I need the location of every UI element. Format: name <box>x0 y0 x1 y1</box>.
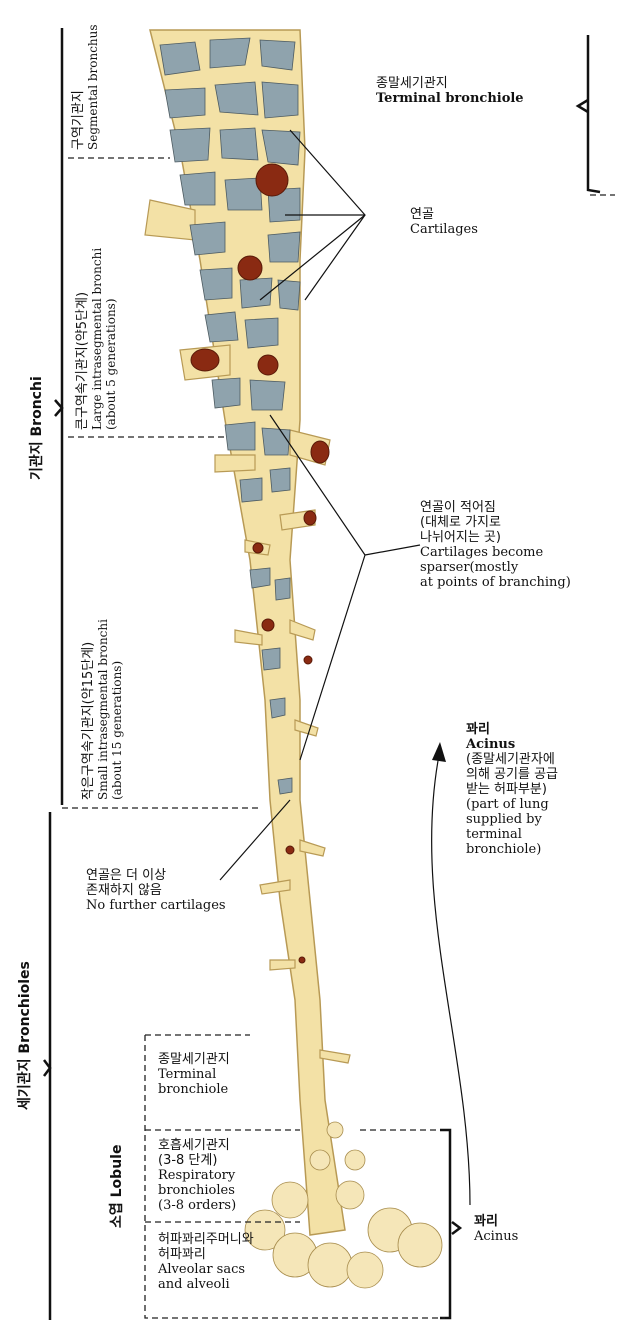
label-text: 기관지 Bronchi <box>29 376 45 480</box>
label-ko: 꽈리 <box>474 1214 498 1229</box>
label-ko: 받는 허파부분) <box>466 782 558 797</box>
label-en: supplied by <box>466 812 558 827</box>
lobule-label: 소엽 Lobule <box>110 1145 124 1228</box>
label-ko: 연골이 적어짐 <box>420 500 571 515</box>
label-en: Acinus <box>466 737 515 752</box>
label-ko: 연골 <box>410 207 478 222</box>
large-intrasegmental-label: 큰구역속기관지(약5단계) Large intrasegmental bronc… <box>76 248 118 430</box>
label-ko: 존재하지 않음 <box>86 883 226 898</box>
label-en: Cartilages become <box>420 545 571 560</box>
label-ko: 큰구역속기관지(약5단계) <box>76 248 90 430</box>
label-ko: (3-8 단계) <box>158 1153 236 1168</box>
label-en: Respiratory <box>158 1168 236 1183</box>
label-ko: 연골은 더 이상 <box>86 868 226 883</box>
label-en: Small intrasegmental bronchi <box>96 619 110 800</box>
label-en: at points of branching) <box>420 575 571 590</box>
label-ko: 허파꽈리주머니와 <box>158 1232 254 1247</box>
label-en: Terminal <box>158 1067 230 1082</box>
alveolar-sacs-label: 허파꽈리주머니와 허파꽈리 Alveolar sacs and alveoli <box>158 1232 254 1292</box>
bronchi-label: 기관지 Bronchi <box>30 376 44 480</box>
label-en: Acinus <box>474 1229 518 1244</box>
label-ko: 허파꽈리 <box>158 1247 254 1262</box>
small-intrasegmental-label: 작은구역속기관지(약15단계) Small intrasegmental bro… <box>82 619 124 800</box>
no-further-cartilages-label: 연골은 더 이상 존재하지 않음 No further cartilages <box>86 868 226 913</box>
label-en: (3-8 orders) <box>158 1198 236 1213</box>
label-ko: (종말세기관자에 <box>466 752 558 767</box>
label-ko: 종말세기관지 <box>376 76 524 91</box>
label-en: Terminal bronchiole <box>376 91 524 106</box>
terminal-bronchiole-label: 종말세기관지 Terminal bronchiole <box>376 76 524 106</box>
label-ko: 꽈리 <box>466 722 490 737</box>
label-en: bronchioles <box>158 1183 236 1198</box>
label-en: Alveolar sacs <box>158 1262 254 1277</box>
label-ko: 종말세기관지 <box>158 1052 230 1067</box>
label-en: (about 5 generations) <box>104 248 118 430</box>
label-en: sparser(mostly <box>420 560 571 575</box>
label-text: 세기관지 Bronchioles <box>17 961 33 1110</box>
label-text: 소엽 Lobule <box>109 1145 125 1228</box>
label-en: Segmental bronchus <box>86 24 100 150</box>
cartilages-sparser-label: 연골이 적어짐 (대체로 가지로 나뉘어지는 곳) Cartilages bec… <box>420 500 571 590</box>
label-ko: 의해 공기를 공급 <box>466 767 558 782</box>
segmental-bronchus-label: 구역기관지 Segmental bronchus <box>72 24 100 150</box>
acinus-bottom-label: 꽈리 Acinus <box>474 1214 518 1244</box>
label-en: bronchiole) <box>466 842 558 857</box>
label-ko: 호흡세기관지 <box>158 1138 236 1153</box>
label-en: (about 15 generations) <box>110 619 124 800</box>
alveolar-clusters <box>245 1122 442 1288</box>
label-en: and alveoli <box>158 1277 254 1292</box>
label-en: (part of lung <box>466 797 558 812</box>
label-ko: (대체로 가지로 <box>420 515 571 530</box>
terminal-bronchiole-lower-label: 종말세기관지 Terminal bronchiole <box>158 1052 230 1097</box>
label-ko: 작은구역속기관지(약15단계) <box>82 619 96 800</box>
label-ko: 나뉘어지는 곳) <box>420 530 571 545</box>
acinus-note-label: 꽈리 Acinus (종말세기관자에 의해 공기를 공급 받는 허파부분) (p… <box>466 722 558 857</box>
cartilages-label: 연골 Cartilages <box>410 207 478 237</box>
respiratory-bronchioles-label: 호흡세기관지 (3-8 단계) Respiratory bronchioles … <box>158 1138 236 1213</box>
label-en: Large intrasegmental bronchi <box>90 248 104 430</box>
bronchioles-label: 세기관지 Bronchioles <box>18 961 32 1110</box>
label-en: bronchiole <box>158 1082 230 1097</box>
label-en: No further cartilages <box>86 898 226 913</box>
label-en: terminal <box>466 827 558 842</box>
acinus-arrowhead <box>432 742 446 762</box>
label-ko: 구역기관지 <box>72 24 86 150</box>
label-en: Cartilages <box>410 222 478 237</box>
